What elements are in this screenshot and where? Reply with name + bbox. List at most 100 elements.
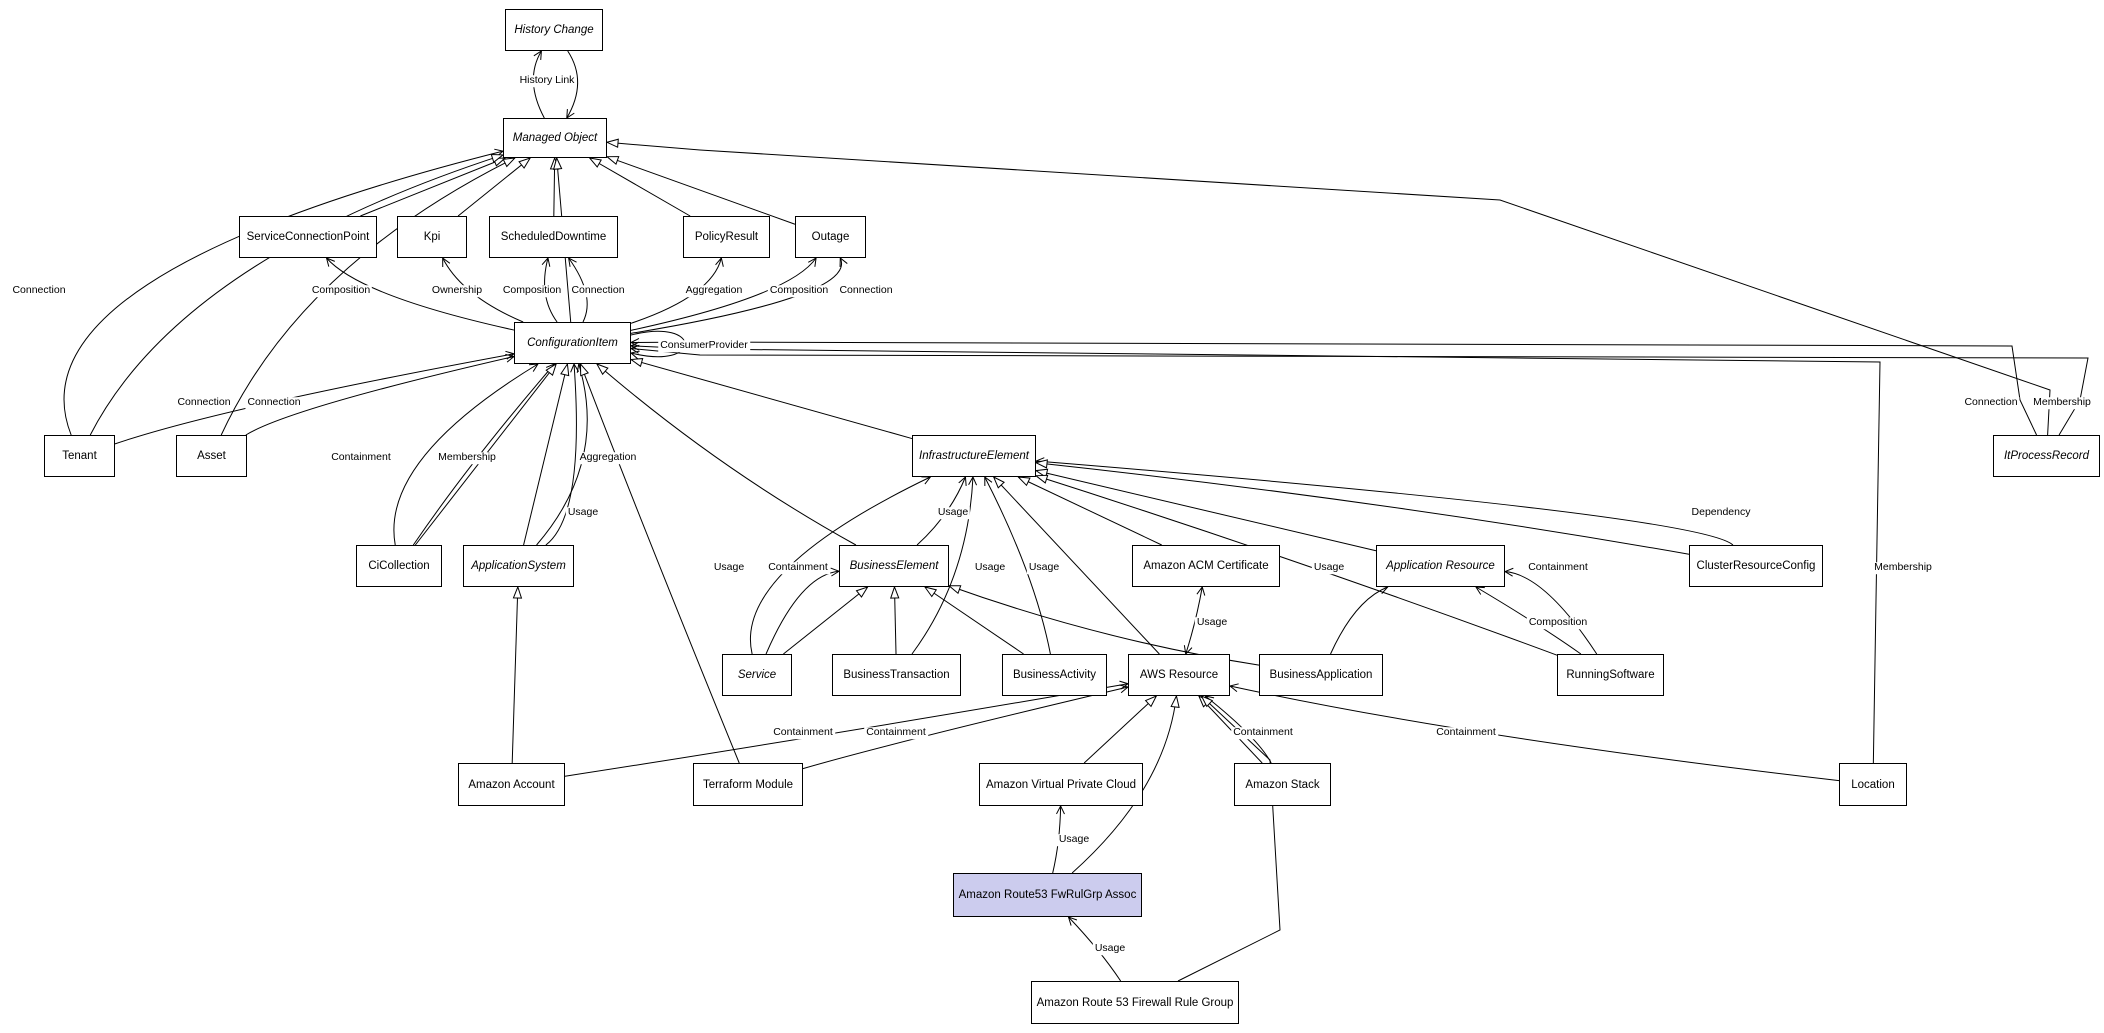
node-label: Service xyxy=(737,669,777,681)
node-ci-collection[interactable]: CiCollection xyxy=(356,545,442,587)
node-business-transaction[interactable]: BusinessTransaction xyxy=(832,654,961,696)
edge-label-connection: Connection xyxy=(175,396,233,409)
edge-label-dependency: Dependency xyxy=(1689,506,1753,519)
node-label: Managed Object xyxy=(512,132,598,144)
node-amazon-account[interactable]: Amazon Account xyxy=(458,763,565,806)
node-location[interactable]: Location xyxy=(1839,763,1907,806)
edge-label-usage: Usage xyxy=(1194,616,1230,629)
node-label: CiCollection xyxy=(368,560,430,572)
edge-asset-configuration-item xyxy=(245,353,516,436)
edge-label-membership: Membership xyxy=(1872,561,1934,574)
edge-tenant-managed-object xyxy=(89,153,505,436)
edge-business-activity-business-element xyxy=(923,586,1024,655)
node-amazon-stack[interactable]: Amazon Stack xyxy=(1234,763,1331,806)
node-policy-result[interactable]: PolicyResult xyxy=(683,216,770,258)
edge-configuration-item-service-connection-point xyxy=(325,257,515,331)
node-label: Amazon Route53 FwRulGrp Assoc xyxy=(958,889,1137,901)
edge-label-composition: Composition xyxy=(309,284,373,297)
node-label: BusinessActivity xyxy=(1012,669,1097,681)
node-amazon-acm-certificate[interactable]: Amazon ACM Certificate xyxy=(1132,545,1280,587)
edge-ci-collection-configuration-item xyxy=(393,363,539,546)
edge-configuration-item-outage xyxy=(630,257,817,331)
edge-terraform-module-aws-resource xyxy=(802,684,1130,770)
node-running-software[interactable]: RunningSoftware xyxy=(1557,654,1664,696)
node-label: Asset xyxy=(197,450,226,462)
edge-label-containment: Containment xyxy=(1434,726,1498,739)
edge-business-activity-infrastructure-element xyxy=(984,476,1051,655)
node-managed-object[interactable]: Managed Object xyxy=(503,118,607,158)
node-label: ScheduledDowntime xyxy=(500,231,607,243)
edge-label-connection: Connection xyxy=(837,284,895,297)
edge-label-containment: Containment xyxy=(766,561,830,574)
node-service-connection-point[interactable]: ServiceConnectionPoint xyxy=(239,216,377,258)
edge-asset-managed-object xyxy=(220,157,517,436)
edge-label-usage: Usage xyxy=(972,561,1008,574)
edge-label-history link: History Link xyxy=(517,74,577,87)
node-scheduled-downtime[interactable]: ScheduledDowntime xyxy=(489,216,618,258)
edge-application-system-configuration-item xyxy=(523,362,570,546)
node-infrastructure-element[interactable]: InfrastructureElement xyxy=(912,435,1036,477)
node-label: ItProcessRecord xyxy=(2003,450,2089,462)
node-service[interactable]: Service xyxy=(722,654,792,696)
node-aws-resource[interactable]: AWS Resource xyxy=(1128,654,1230,696)
node-label: Kpi xyxy=(423,231,441,243)
node-label: RunningSoftware xyxy=(1566,669,1655,681)
edge-it-process-record-configuration-item xyxy=(629,344,2089,436)
edge-label-usage: Usage xyxy=(1311,561,1347,574)
node-label: ConfigurationItem xyxy=(527,337,618,349)
node-business-element[interactable]: BusinessElement xyxy=(839,545,949,587)
edge-tenant-managed-object xyxy=(63,148,505,436)
node-business-application[interactable]: BusinessApplication xyxy=(1259,654,1383,696)
edge-label-connection: Connection xyxy=(10,284,68,297)
edge-label-usage: Usage xyxy=(711,561,747,574)
node-application-resource[interactable]: Application Resource xyxy=(1376,545,1505,587)
node-outage[interactable]: Outage xyxy=(795,216,866,258)
edge-label-composition: Composition xyxy=(767,284,831,297)
edge-label-aggregation: Aggregation xyxy=(577,451,639,464)
edge-label-consumer-provider: ConsumerProvider xyxy=(658,339,750,352)
node-route53-assoc[interactable]: Amazon Route53 FwRulGrp Assoc xyxy=(953,873,1142,917)
edge-aws-resource-infrastructure-element xyxy=(992,475,1160,655)
node-label: Outage xyxy=(811,231,850,243)
edge-infrastructure-element-configuration-item xyxy=(629,358,913,440)
node-route53-fw-group[interactable]: Amazon Route 53 Firewall Rule Group xyxy=(1031,981,1239,1024)
edge-business-transaction-infrastructure-element xyxy=(911,475,978,655)
node-label: Amazon Route 53 Firewall Rule Group xyxy=(1036,996,1234,1009)
node-cluster-resource-config[interactable]: ClusterResourceConfig xyxy=(1689,545,1823,587)
node-kpi[interactable]: Kpi xyxy=(397,216,467,258)
edge-history-change-managed-object xyxy=(566,50,579,119)
node-asset[interactable]: Asset xyxy=(176,435,247,477)
node-label: BusinessTransaction xyxy=(843,669,950,681)
node-label: Tenant xyxy=(62,450,97,462)
edge-kpi-managed-object xyxy=(457,157,532,217)
edge-business-transaction-business-element xyxy=(890,585,900,655)
node-business-activity[interactable]: BusinessActivity xyxy=(1002,654,1107,696)
node-label: Application Resource xyxy=(1386,560,1495,572)
edge-label-containment: Containment xyxy=(1231,726,1295,739)
edge-policy-result-managed-object xyxy=(588,157,691,217)
node-label: Location xyxy=(1851,778,1895,791)
edge-service-connection-point-managed-object xyxy=(360,157,507,217)
node-label: ApplicationSystem xyxy=(471,560,566,572)
edge-service-business-element xyxy=(765,567,841,655)
node-label: BusinessElement xyxy=(849,560,939,572)
edge-application-system-configuration-item xyxy=(545,362,580,546)
node-history-change[interactable]: History Change xyxy=(505,9,603,51)
edge-business-element-configuration-item xyxy=(595,363,857,546)
node-label: Terraform Module xyxy=(702,778,794,791)
edge-label-composition: Composition xyxy=(1526,616,1590,629)
node-terraform-module[interactable]: Terraform Module xyxy=(693,763,803,806)
node-label: ServiceConnectionPoint xyxy=(246,231,370,243)
node-it-process-record[interactable]: ItProcessRecord xyxy=(1993,435,2100,477)
node-tenant[interactable]: Tenant xyxy=(44,435,115,477)
node-label: Amazon Virtual Private Cloud xyxy=(986,778,1136,791)
edge-location-aws-resource xyxy=(1228,683,1840,782)
edge-label-connection: Connection xyxy=(245,396,303,409)
edge-label-usage: Usage xyxy=(1026,561,1062,574)
edge-terraform-module-configuration-item xyxy=(579,362,740,764)
node-application-system[interactable]: ApplicationSystem xyxy=(463,545,574,587)
node-label: Amazon ACM Certificate xyxy=(1143,560,1269,572)
node-amazon-vpc[interactable]: Amazon Virtual Private Cloud xyxy=(979,763,1143,806)
node-configuration-item[interactable]: ConfigurationItem xyxy=(514,322,631,364)
edge-label-connection: Connection xyxy=(569,284,627,297)
